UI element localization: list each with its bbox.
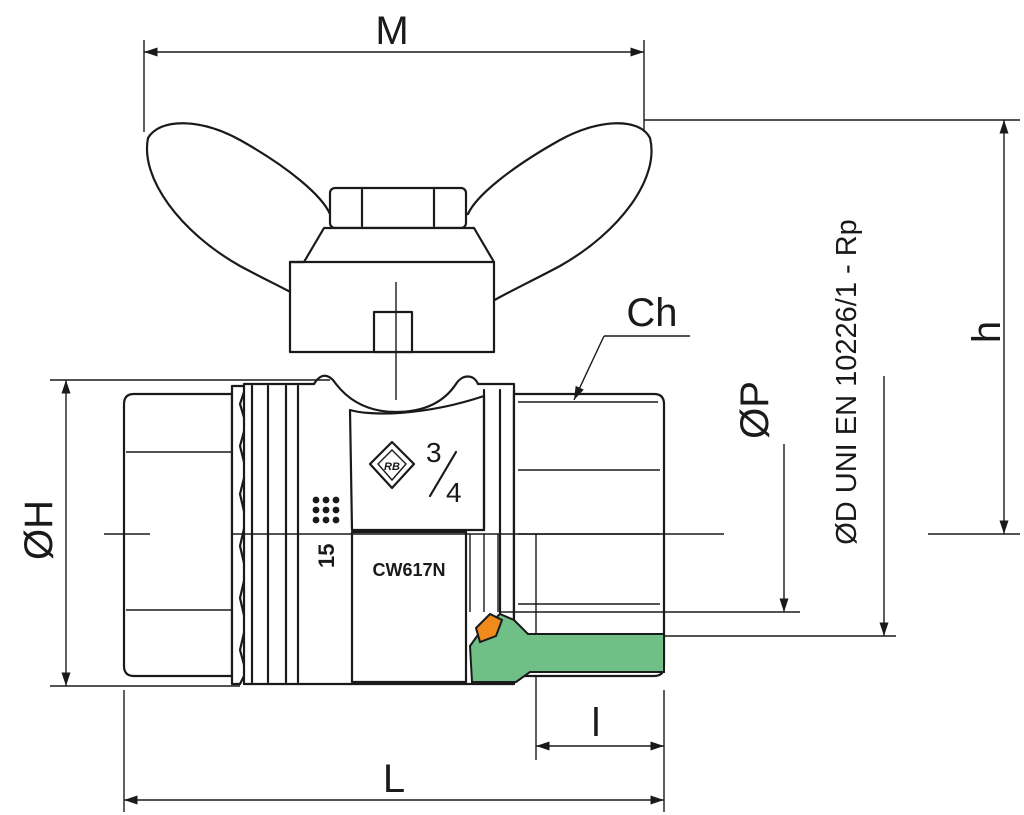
- height-label: h: [965, 321, 1009, 343]
- length-label: L: [383, 757, 405, 801]
- left-hex-end: [122, 392, 234, 678]
- material-marking: CW617N: [372, 560, 445, 580]
- hex-leader: [573, 335, 605, 401]
- thread-length-label: l: [592, 701, 601, 745]
- outer-diameter-label: ØH: [17, 500, 61, 560]
- stem-nut: [328, 186, 468, 230]
- pressure-rating: 15: [314, 544, 339, 568]
- material-panel: [350, 530, 468, 684]
- port-diameter-label: ØP: [733, 381, 777, 439]
- seat-section: [474, 612, 504, 644]
- size-denominator: 4: [446, 477, 462, 508]
- hex-label: Ch: [626, 291, 677, 335]
- size-numerator: 3: [426, 437, 442, 468]
- svg-text:RB: RB: [384, 461, 400, 473]
- width-label: M: [375, 9, 408, 53]
- stem-slot: [372, 310, 414, 354]
- thread-label: ØD UNI EN 10226/1 - Rp: [831, 219, 863, 545]
- butterfly-handle: [145, 122, 653, 306]
- pressure-dots: [312, 496, 340, 524]
- stem-cap: [288, 226, 496, 354]
- brand-logo: RB: [368, 440, 416, 490]
